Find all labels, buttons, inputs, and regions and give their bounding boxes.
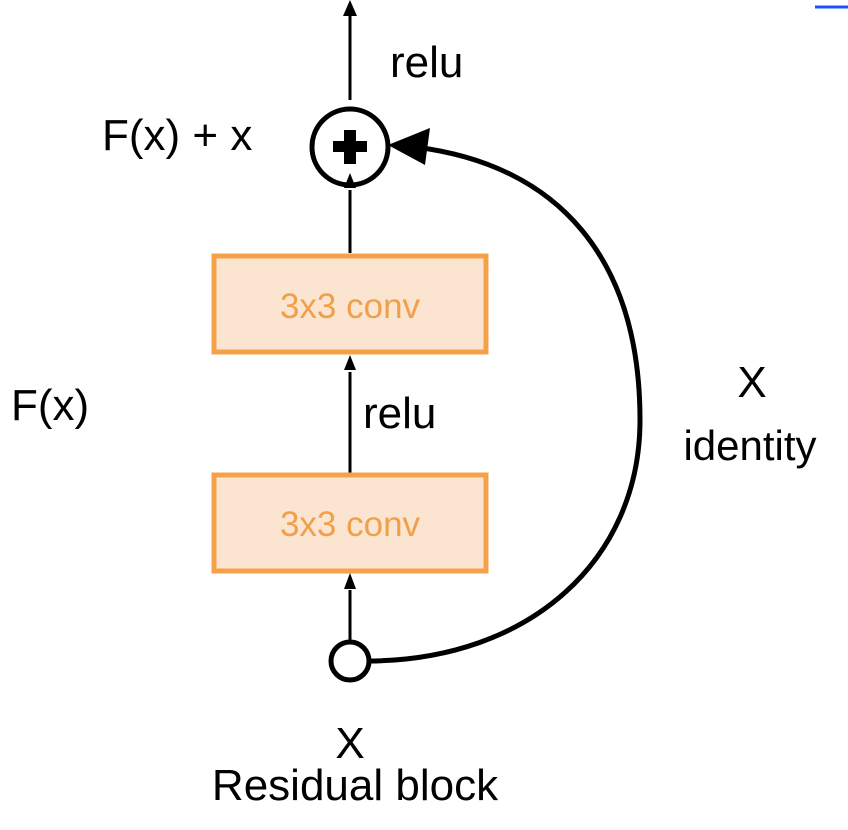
conv-bottom-label: 3x3 conv xyxy=(280,505,421,544)
fx-label: F(x) xyxy=(11,381,89,430)
arrow-to-sum xyxy=(344,173,356,253)
plus-icon xyxy=(333,130,367,164)
arrow-mid xyxy=(344,355,356,473)
output-arrow xyxy=(343,0,357,100)
mid-relu-label: relu xyxy=(363,389,436,438)
sum-label: F(x) + x xyxy=(102,111,252,160)
input-x-label: X xyxy=(335,719,364,768)
identity-skip-arrow xyxy=(368,128,643,664)
conv-block-top: 3x3 conv xyxy=(211,253,489,355)
identity-label: identity xyxy=(683,422,816,469)
arrow-input xyxy=(344,573,356,641)
identity-x-label: X xyxy=(737,358,766,407)
input-node xyxy=(328,639,372,683)
top-relu-label: relu xyxy=(390,38,463,87)
conv-block-bottom: 3x3 conv xyxy=(211,472,489,574)
sum-node xyxy=(309,106,391,188)
caption: Residual block xyxy=(212,761,499,810)
conv-top-label: 3x3 conv xyxy=(280,287,421,326)
